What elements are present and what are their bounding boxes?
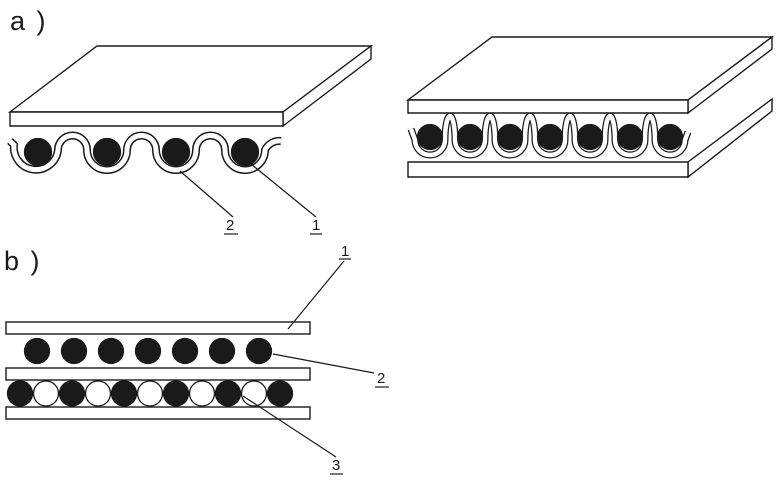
cable-circle bbox=[266, 380, 294, 407]
leader-line-2 bbox=[179, 170, 234, 218]
panel-a-left-figure bbox=[7, 44, 374, 174]
corrugated-sheet bbox=[407, 112, 692, 159]
plate-front-face bbox=[407, 99, 689, 114]
callout-3: 3 bbox=[332, 457, 340, 474]
cable-circle bbox=[6, 380, 34, 407]
corrugated-sheet bbox=[7, 131, 282, 174]
panel-b-stack bbox=[5, 321, 311, 420]
plate-top-face bbox=[7, 45, 374, 113]
cable-circle bbox=[245, 337, 273, 365]
leader-line-1 bbox=[287, 260, 345, 330]
cable-circle bbox=[32, 380, 60, 407]
leader-line-1 bbox=[250, 163, 317, 218]
cable-circle bbox=[23, 337, 51, 365]
callout-1: 1 bbox=[312, 217, 320, 234]
panel-b: b ) 1 2 3 bbox=[4, 243, 389, 475]
cable-circle bbox=[23, 137, 53, 167]
cable-circle bbox=[230, 137, 260, 167]
top-plate bbox=[405, 35, 775, 115]
cable-circle bbox=[496, 123, 524, 151]
panel-a-label: a ) bbox=[10, 6, 48, 36]
cable-circle bbox=[456, 123, 484, 151]
cable-circle bbox=[416, 123, 444, 151]
cable-circle bbox=[60, 337, 88, 365]
callout-2: 2 bbox=[226, 217, 234, 234]
panel-a: a ) bbox=[7, 6, 775, 235]
cable-circle bbox=[240, 380, 268, 407]
cable-row bbox=[416, 123, 684, 151]
cable-row-2 bbox=[6, 380, 294, 407]
cable-circle bbox=[171, 337, 199, 365]
panel-a-right-figure bbox=[405, 35, 775, 179]
top-plate-bar bbox=[5, 321, 311, 335]
cable-circle bbox=[134, 337, 162, 365]
cable-circle bbox=[110, 380, 138, 407]
cable-circle bbox=[214, 380, 242, 407]
cable-circle bbox=[536, 123, 564, 151]
panel-b-label: b ) bbox=[4, 246, 42, 276]
cable-circle bbox=[576, 123, 604, 151]
cable-circle bbox=[136, 380, 164, 407]
cable-circle bbox=[188, 380, 216, 407]
callout-2: 2 bbox=[377, 370, 385, 387]
plate-front-face bbox=[9, 111, 284, 127]
top-plate bbox=[7, 44, 374, 128]
cable-circle bbox=[616, 123, 644, 151]
cable-circle bbox=[97, 337, 125, 365]
sheet-core bbox=[8, 133, 282, 173]
panel-b-callouts: 1 2 3 bbox=[242, 243, 389, 475]
cable-circle bbox=[92, 137, 122, 167]
middle-plate-bar bbox=[5, 367, 311, 381]
cable-row bbox=[23, 137, 260, 167]
panel-a-callouts: 2 1 bbox=[179, 163, 322, 235]
plate-front-face bbox=[407, 161, 689, 178]
leader-line-3 bbox=[242, 395, 337, 458]
cable-row-1 bbox=[23, 337, 273, 365]
bottom-plate bbox=[407, 97, 773, 179]
bottom-plate-bar bbox=[5, 406, 311, 420]
cable-circle bbox=[656, 123, 684, 151]
cable-circle bbox=[208, 337, 236, 365]
leader-line-2 bbox=[272, 353, 375, 374]
cable-circle bbox=[58, 380, 86, 407]
plate-right-face bbox=[687, 97, 773, 179]
cable-circle bbox=[162, 380, 190, 407]
callout-1: 1 bbox=[341, 243, 349, 260]
cable-circle bbox=[84, 380, 112, 407]
sheet-core bbox=[408, 113, 691, 158]
cable-circle bbox=[161, 137, 191, 167]
